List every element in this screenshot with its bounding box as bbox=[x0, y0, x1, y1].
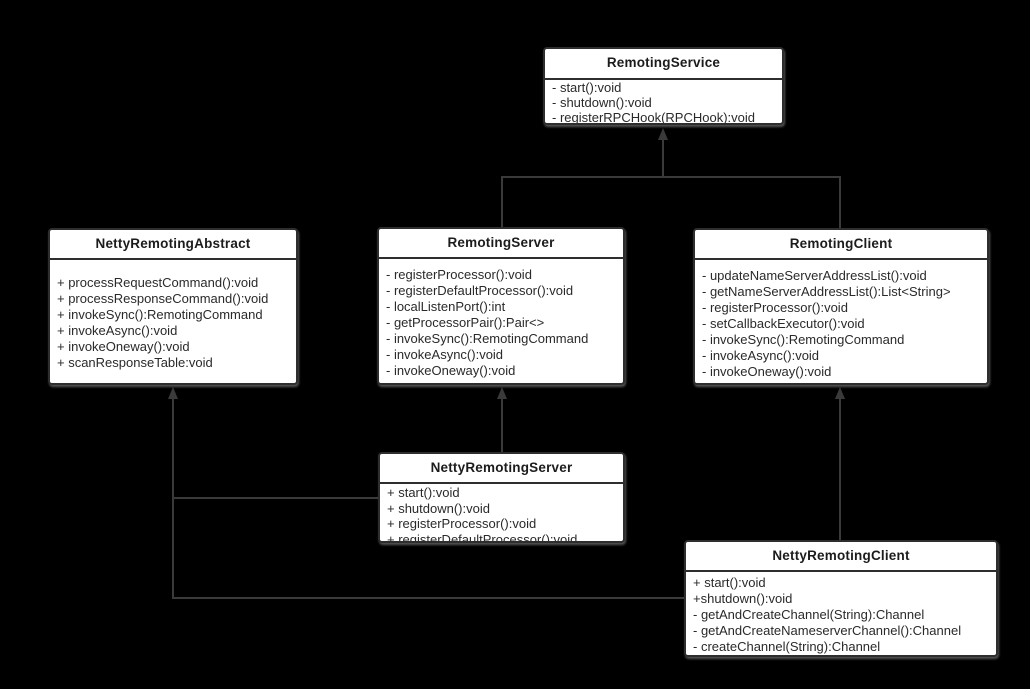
method-row: - shutdown():void bbox=[552, 95, 652, 110]
method-row: - invokeAsync():void bbox=[386, 347, 504, 362]
method-row: + invokeOneway():void bbox=[57, 339, 190, 354]
method-row: + processRequestCommand():void bbox=[57, 275, 259, 290]
class-title-remoting-server: RemotingServer bbox=[379, 229, 623, 259]
method-row: - invokeAsync():void bbox=[702, 348, 820, 363]
connector-abstract-to-nettyserver bbox=[172, 497, 378, 499]
class-methods-remoting-server: - registerProcessor():void- registerDefa… bbox=[379, 259, 623, 379]
class-title-remoting-client: RemotingClient bbox=[695, 230, 987, 260]
method-row: - setCallbackExecutor():void bbox=[702, 316, 865, 331]
connector-client-drop bbox=[839, 178, 841, 228]
class-box-netty-remoting-server: NettyRemotingServer + start():void+ shut… bbox=[378, 452, 625, 543]
connector-abstract-to-nettyclient bbox=[172, 597, 684, 599]
class-methods-remoting-service: - start():void- shutdown():void- registe… bbox=[545, 80, 782, 125]
class-box-remoting-server: RemotingServer - registerProcessor():voi… bbox=[377, 227, 625, 385]
connector-nettyserver-vertical bbox=[501, 398, 503, 452]
method-row: + invokeAsync():void bbox=[57, 323, 178, 338]
method-row: + scanResponseTable:void bbox=[57, 355, 213, 370]
inheritance-arrowhead-remoting-client-icon bbox=[835, 387, 845, 399]
method-row: - getNameServerAddressList():List<String… bbox=[702, 284, 951, 299]
class-methods-netty-remoting-client: + start():void+shutdown():void- getAndCr… bbox=[686, 572, 996, 655]
method-row: + registerDefaultProcessor():void bbox=[387, 531, 578, 543]
method-row: + start():void bbox=[693, 575, 766, 590]
method-row: - start():void bbox=[552, 80, 622, 95]
inheritance-arrowhead-remoting-service-icon bbox=[658, 128, 668, 140]
class-methods-remoting-client: - updateNameServerAddressList():void- ge… bbox=[695, 260, 987, 380]
method-row: - invokeSync():RemotingCommand bbox=[386, 331, 589, 346]
method-row: - getProcessorPair():Pair<> bbox=[386, 315, 545, 330]
class-box-netty-remoting-client: NettyRemotingClient + start():void+shutd… bbox=[684, 540, 998, 657]
class-box-remoting-client: RemotingClient - updateNameServerAddress… bbox=[693, 228, 989, 385]
class-box-netty-remoting-abstract: NettyRemotingAbstract + processRequestCo… bbox=[48, 228, 298, 385]
class-title-netty-remoting-client: NettyRemotingClient bbox=[686, 542, 996, 572]
method-row: - registerDefaultProcessor():void bbox=[386, 283, 574, 298]
method-row: - createChannel(String):Channel bbox=[693, 639, 881, 654]
method-row: +shutdown():void bbox=[693, 591, 793, 606]
class-box-remoting-service: RemotingService - start():void- shutdown… bbox=[543, 47, 784, 125]
method-row: - getAndCreateNameserverChannel():Channe… bbox=[693, 623, 962, 638]
method-row: + invokeSync():RemotingCommand bbox=[57, 307, 263, 322]
method-row: - registerRPCHook(RPCHook):void bbox=[552, 110, 755, 125]
method-row: - invokeOneway():void bbox=[386, 363, 516, 378]
method-row: - invokeSync():RemotingCommand bbox=[702, 332, 905, 347]
method-row: - registerProcessor():void bbox=[386, 267, 532, 282]
class-title-remoting-service: RemotingService bbox=[545, 49, 782, 80]
inheritance-arrowhead-netty-abstract-icon bbox=[168, 387, 178, 399]
connector-nettyclient-vertical bbox=[839, 398, 841, 540]
method-row: + registerProcessor():void bbox=[387, 516, 537, 531]
inheritance-arrowhead-remoting-server-icon bbox=[497, 387, 507, 399]
class-methods-netty-remoting-abstract: + processRequestCommand():void+ processR… bbox=[50, 260, 296, 371]
class-title-netty-remoting-abstract: NettyRemotingAbstract bbox=[50, 230, 296, 260]
method-row: + shutdown():void bbox=[387, 500, 490, 516]
method-row: - updateNameServerAddressList():void bbox=[702, 268, 927, 283]
connector-server-drop bbox=[501, 178, 503, 227]
connector-service-vertical bbox=[662, 139, 664, 178]
method-row: - invokeOneway():void bbox=[702, 364, 832, 379]
method-row: - registerProcessor():void bbox=[702, 300, 848, 315]
class-methods-netty-remoting-server: + start():void+ shutdown():void+ registe… bbox=[380, 484, 623, 543]
method-row: - localListenPort():int bbox=[386, 299, 506, 314]
class-title-netty-remoting-server: NettyRemotingServer bbox=[380, 454, 623, 484]
connector-service-horizontal bbox=[501, 176, 841, 178]
method-row: - getAndCreateChannel(String):Channel bbox=[693, 607, 925, 622]
method-row: + start():void bbox=[387, 485, 460, 500]
method-row: + processResponseCommand():void bbox=[57, 291, 269, 306]
